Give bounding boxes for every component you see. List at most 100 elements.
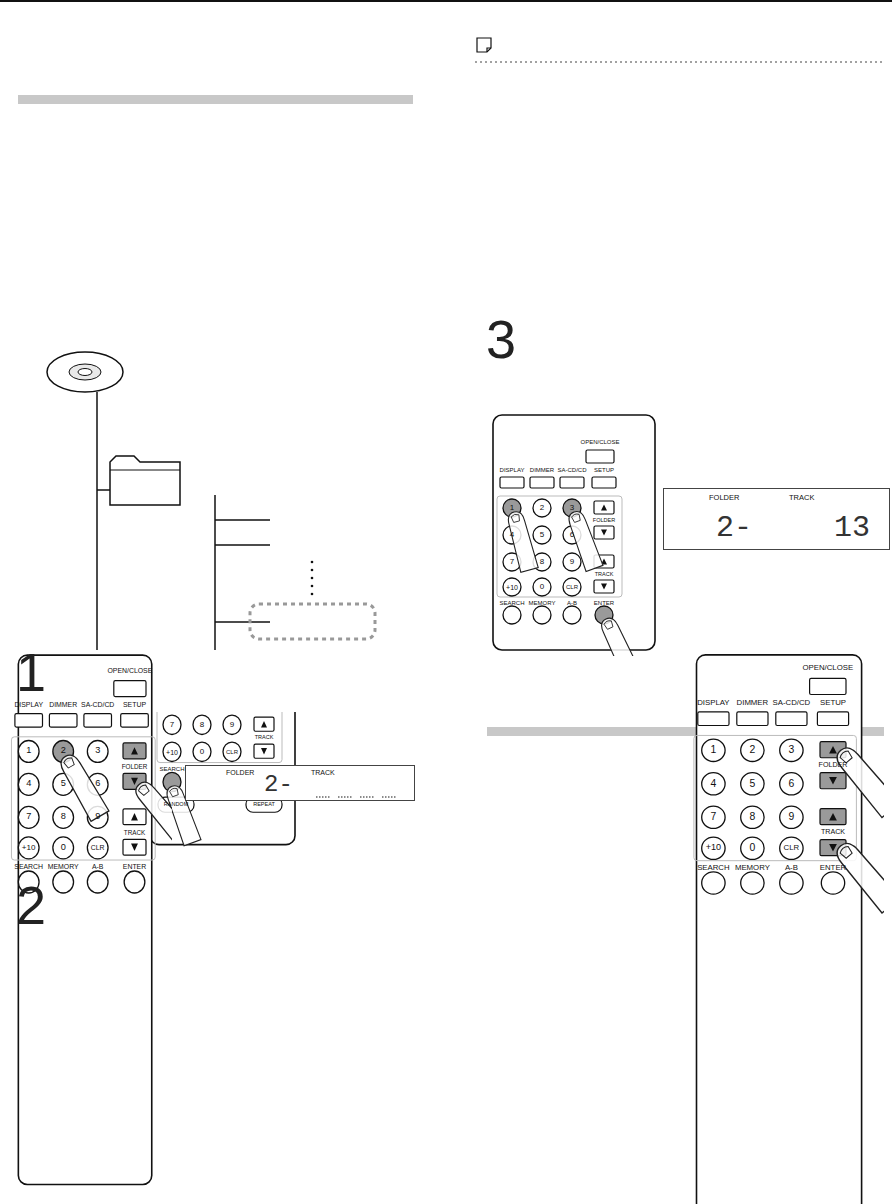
display-caption: TRACK — [789, 494, 814, 502]
round-button — [533, 526, 551, 544]
remote-drawing — [680, 640, 884, 1204]
button-label: SEARCH — [14, 864, 43, 871]
round-button — [741, 872, 764, 894]
finger-outline — [505, 510, 538, 573]
round-button — [193, 742, 211, 761]
button-label: ENTER — [820, 864, 846, 872]
segment-dash — [316, 796, 330, 798]
arrow-symbol — [829, 813, 837, 820]
button-label: +10 — [506, 584, 518, 591]
pressing-finger — [832, 838, 884, 913]
button-label: SA-CD/CD — [773, 699, 811, 707]
remote-control: OPEN/CLOSEDISPLAYDIMMERSA-CD/CDSETUP123F… — [680, 640, 884, 1204]
round-button — [223, 715, 241, 734]
round-button — [53, 871, 74, 893]
selected-track-highlight — [250, 604, 375, 639]
round-button — [702, 806, 725, 828]
button-label: MEMORY — [735, 864, 770, 872]
round-button — [821, 872, 844, 894]
button-label: TRACK — [821, 829, 845, 836]
button-label: TRACK — [255, 736, 274, 742]
segment-dashes — [186, 766, 416, 802]
button-label: +10 — [166, 748, 178, 755]
arrow-symbol — [829, 746, 837, 753]
button-label: CLR — [91, 844, 105, 851]
round-button — [18, 837, 39, 859]
rect-button — [560, 477, 584, 488]
button-label: 0 — [61, 843, 66, 852]
round-button — [18, 740, 39, 762]
pressing-finger — [57, 751, 109, 821]
round-button — [87, 837, 108, 859]
rect-button — [698, 712, 729, 726]
rect-button — [123, 743, 146, 759]
button-label: DISPLAY — [697, 699, 729, 707]
arrow-symbol — [131, 844, 138, 851]
arrow-symbol — [829, 777, 837, 784]
rect-button — [530, 477, 554, 488]
arrow-symbol — [601, 505, 607, 511]
round-button — [702, 773, 725, 795]
finger-outline — [832, 838, 884, 913]
round-button — [563, 606, 581, 624]
button-label: TRACK — [595, 572, 614, 578]
button-label: A-B — [92, 864, 104, 871]
round-button — [780, 806, 803, 828]
round-button — [563, 578, 581, 596]
rect-button — [114, 681, 146, 697]
arrow-symbol — [131, 778, 138, 785]
button-label: 9 — [95, 813, 100, 822]
finger-outline — [57, 751, 109, 821]
note-icon — [477, 38, 491, 52]
round-button — [503, 606, 521, 624]
button-label: 8 — [200, 721, 204, 729]
round-button — [87, 871, 108, 893]
folder-tree — [97, 392, 270, 650]
button-label: 0 — [750, 843, 756, 853]
button-label: 4 — [711, 779, 717, 789]
step-number: 3 — [486, 312, 516, 366]
button-label: 3 — [789, 745, 795, 755]
round-button — [780, 773, 803, 795]
button-label: 9 — [570, 558, 574, 566]
rect-button — [776, 712, 807, 726]
button-label: SETUP — [820, 699, 846, 707]
button-group-frame — [694, 735, 857, 860]
button-label: ENTER — [594, 600, 614, 606]
arrow-symbol — [829, 844, 837, 851]
note-rule — [475, 62, 885, 63]
button-label: SA-CD/CD — [81, 702, 114, 709]
button-label: OPEN/CLOSE — [107, 667, 152, 674]
finger-nail — [603, 620, 613, 630]
button-label: 3 — [570, 504, 574, 512]
button-label: DIMMER — [49, 702, 77, 709]
button-label: SEARCH — [697, 864, 730, 872]
rect-button — [586, 450, 614, 463]
round-button — [741, 739, 764, 761]
finger-nail — [63, 757, 75, 769]
arrow-symbol — [261, 721, 267, 727]
top-rule — [0, 0, 892, 2]
button-label: 7 — [26, 813, 31, 822]
button-label: OPEN/CLOSE — [802, 665, 853, 673]
button-label: DISPLAY — [14, 702, 43, 709]
rect-button — [594, 501, 614, 514]
round-button — [780, 837, 803, 859]
finger-outline — [598, 615, 640, 656]
rect-button — [123, 839, 146, 855]
round-button — [780, 739, 803, 761]
button-group-frame — [497, 496, 622, 597]
segment-dash — [360, 796, 374, 798]
button-label: 8 — [61, 813, 66, 822]
rect-button — [254, 744, 274, 758]
finger-nail — [839, 845, 853, 859]
button-label: 4 — [510, 531, 514, 539]
button-label: 1 — [510, 504, 514, 512]
round-button — [702, 872, 725, 894]
button-label: DIMMER — [737, 699, 769, 707]
round-button — [163, 742, 181, 761]
round-button — [741, 773, 764, 795]
button-label: TRACK — [124, 829, 145, 835]
round-button — [18, 806, 39, 828]
round-button — [563, 553, 581, 571]
